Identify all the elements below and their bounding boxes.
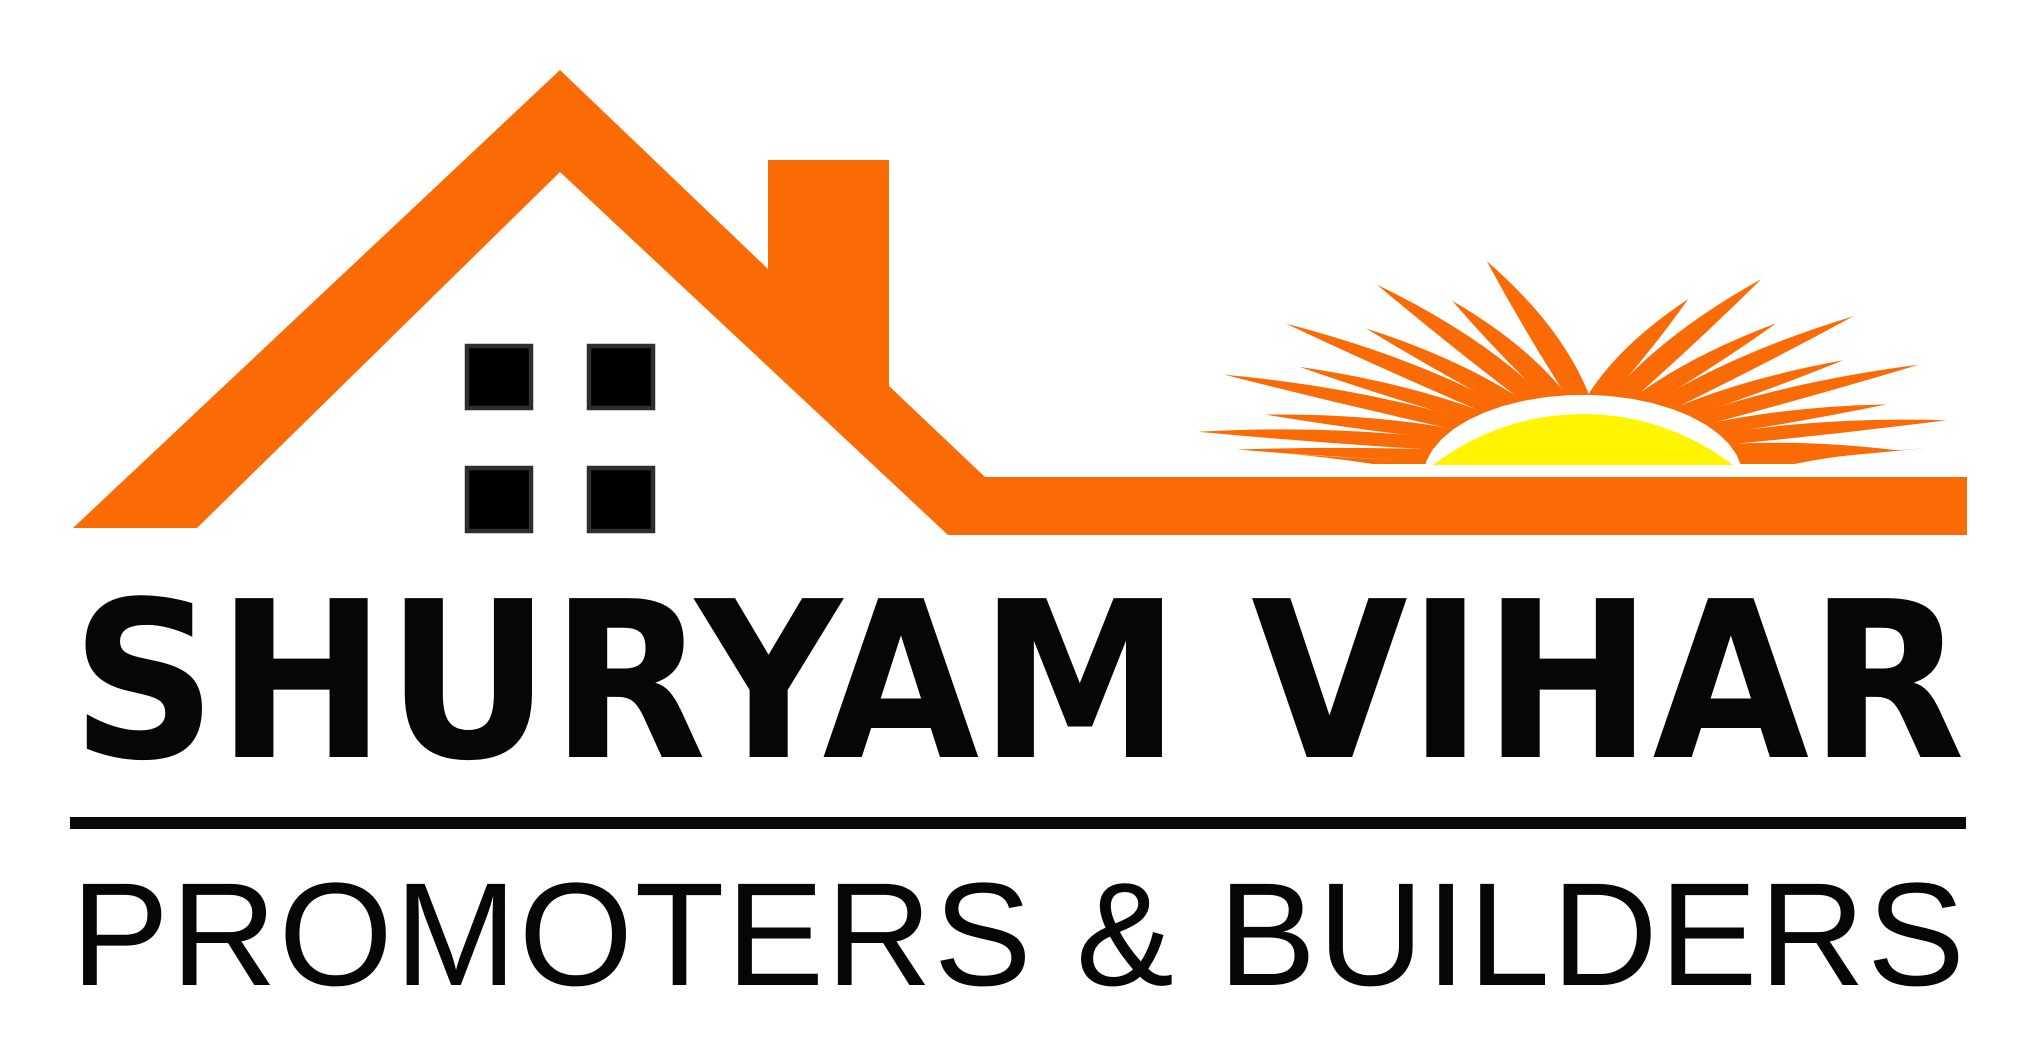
sun-ray-flame bbox=[1224, 374, 1469, 430]
sun-ray-flame bbox=[1748, 453, 1869, 464]
sun-ray-flame bbox=[1736, 448, 1929, 464]
sun-ray-flame bbox=[1718, 419, 1947, 445]
sun-ray-flame bbox=[1588, 299, 1689, 397]
sun-rays bbox=[1198, 261, 1947, 464]
window-pane bbox=[586, 465, 656, 534]
sun-ray-flame bbox=[1299, 366, 1485, 421]
sun-ray-flame bbox=[1377, 284, 1545, 401]
sun-ray-flame bbox=[1452, 300, 1567, 398]
sun-ray-flame bbox=[1672, 360, 1844, 417]
sun-ray-flame bbox=[1366, 328, 1524, 407]
company-name: SHURYAM VIHAR bbox=[71, 556, 1965, 809]
sun-ray-flame bbox=[1198, 429, 1442, 450]
sun-ray-flame bbox=[1705, 404, 1887, 435]
rising-sun-icon bbox=[1198, 261, 1947, 465]
sun-dome bbox=[1433, 413, 1733, 465]
sun-ray-flame bbox=[1276, 452, 1427, 464]
sun-ray-flame bbox=[1652, 316, 1854, 410]
window-pane bbox=[464, 465, 534, 534]
sun-ray-flame bbox=[1486, 261, 1590, 396]
house-roof-icon bbox=[73, 70, 1967, 535]
tagline: PROMOTERS & BUILDERS bbox=[71, 853, 1965, 1017]
divider-line bbox=[70, 817, 1966, 829]
sun-ray-flame bbox=[1237, 447, 1433, 461]
window-pane bbox=[464, 343, 534, 411]
window-panes-icon bbox=[464, 343, 656, 534]
sun-ray-flame bbox=[1728, 442, 1899, 456]
sun-ray-flame bbox=[1689, 364, 1919, 425]
sun-ray-flame bbox=[1610, 279, 1762, 399]
sun-ray-flame bbox=[1286, 323, 1504, 413]
sun-ray-flame bbox=[1631, 323, 1777, 404]
window-pane bbox=[586, 343, 656, 411]
sun-ray-flame bbox=[1265, 414, 1454, 440]
